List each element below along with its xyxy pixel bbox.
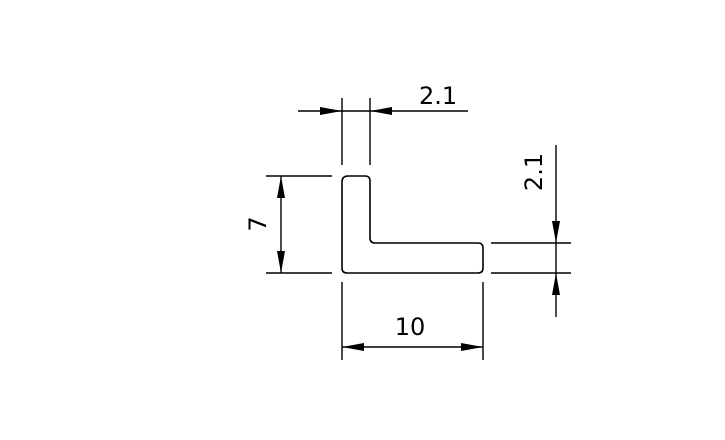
- arrowhead-right-pointing: [320, 107, 342, 115]
- dimension-width: 10: [341, 282, 484, 360]
- arrowhead-left: [342, 343, 364, 351]
- dimension-label-right-thickness: 2.1: [520, 153, 548, 191]
- arrowhead-down: [277, 251, 285, 273]
- dimension-label-top-thickness: 2.1: [419, 82, 457, 110]
- arrowhead-up: [277, 176, 285, 198]
- dimension-height: 7: [244, 175, 332, 274]
- arrowhead-up: [552, 273, 560, 295]
- arrowhead-right: [461, 343, 483, 351]
- arrowhead-down: [552, 221, 560, 243]
- arrowhead-left-pointing: [370, 107, 392, 115]
- dimension-top-thickness: 2.1: [298, 82, 468, 165]
- l-profile-outline: [341, 175, 484, 274]
- dimension-label-width: 10: [395, 313, 426, 341]
- dimension-right-thickness: 2.1: [491, 145, 571, 317]
- dimension-label-height: 7: [244, 216, 272, 231]
